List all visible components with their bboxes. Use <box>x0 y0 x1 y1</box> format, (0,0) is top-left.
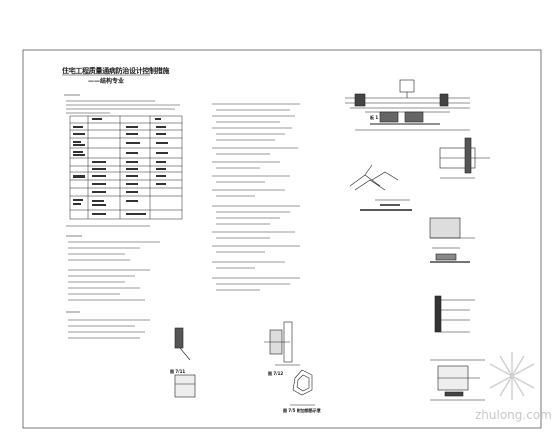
fig-sm-bottom-label: 图 7/5 附加钢筋示意 <box>283 408 321 413</box>
document-subtitle: ——结构专业 <box>88 78 125 85</box>
sheet-border <box>22 49 542 429</box>
fig-slab-corner-top-label: 板 1 <box>370 115 379 120</box>
table-cell-marks <box>73 118 168 215</box>
small-detail-2 <box>264 321 300 366</box>
beam-detail <box>345 79 470 131</box>
wall-opening-detail <box>429 217 475 263</box>
lintel-detail <box>430 359 485 401</box>
small-detail-3 <box>290 369 315 406</box>
slab-corner-detail <box>349 164 412 211</box>
document-title: 住宅工程质量通病防治设计控制措施 <box>62 67 170 75</box>
watermark-logo <box>489 352 535 400</box>
left-notes-lower <box>66 225 160 339</box>
left-notes <box>64 94 180 114</box>
middle-notes <box>212 103 300 291</box>
small-detail-1 <box>174 327 196 398</box>
fig-sm-left-label: 图 7/11 <box>170 369 186 374</box>
fig-sm-mid-label: 图 7/12 <box>268 371 284 376</box>
parapet-detail <box>434 295 475 333</box>
column-joint-detail <box>439 137 490 179</box>
watermark-text: zhulong.com <box>475 408 552 422</box>
spec-table <box>69 115 183 220</box>
